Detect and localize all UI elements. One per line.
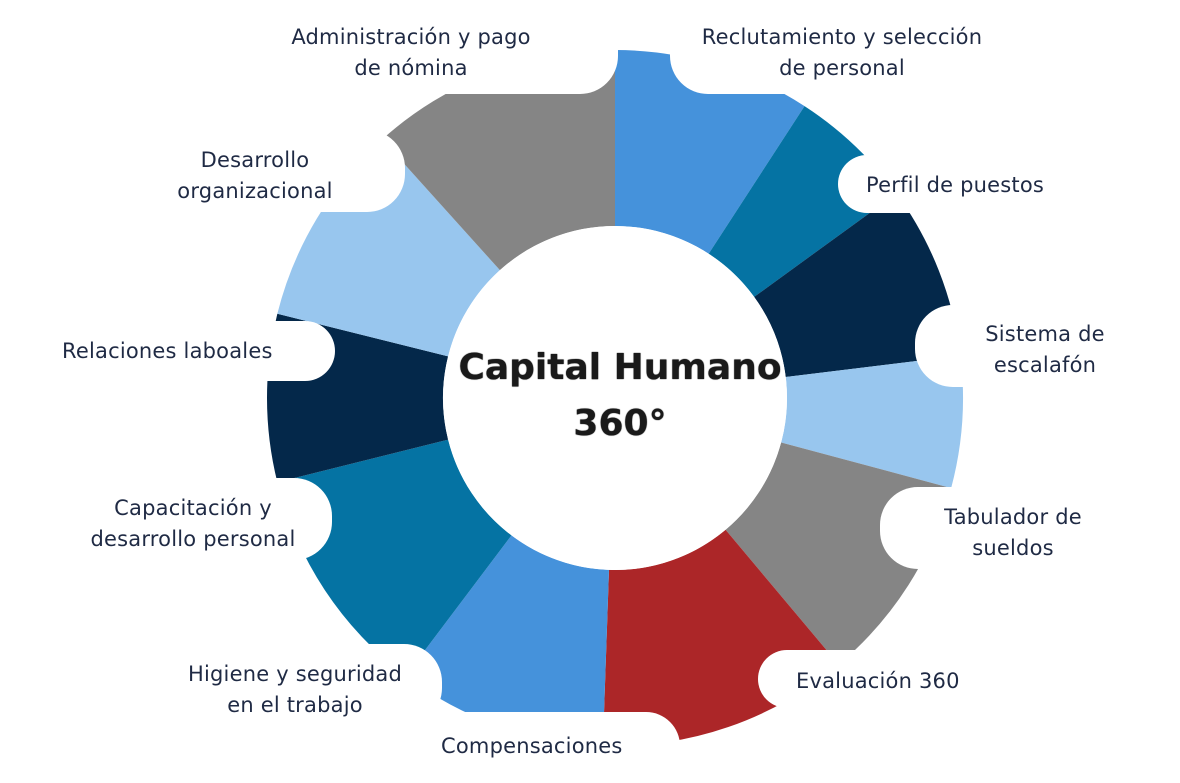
center-circle (443, 226, 787, 570)
segment-desarrollo (277, 139, 500, 357)
notch-escalafon (915, 305, 1130, 387)
label-tabulador: Tabulador de sueldos (944, 505, 1082, 560)
label-perfil: Perfil de puestos (866, 173, 1045, 197)
segment-escalafon (754, 193, 961, 378)
segment-tabulador (781, 355, 963, 489)
notch-administracion (368, 6, 618, 94)
center-title: Capital Humano 360° (420, 340, 820, 452)
notch-desarrollo (150, 130, 405, 212)
segment-capacitacion (277, 439, 512, 676)
notch-relaciones (40, 321, 335, 381)
notch-evaluacion (758, 650, 998, 708)
label-administracion: Administración y pago de nómina (291, 25, 531, 80)
notch-higiene (200, 644, 442, 726)
label-desarrollo: Desarrollo organizacional (177, 148, 333, 203)
label-relaciones: Relaciones laboales (62, 339, 273, 363)
label-evaluacion: Evaluación 360 (796, 669, 960, 693)
label-reclutamiento: Reclutamiento y selección de personal (701, 25, 983, 80)
segment-perfil (708, 106, 897, 297)
segment-reclutamiento (615, 50, 805, 254)
label-higiene: Higiene y seguridad en el trabajo (187, 662, 402, 717)
label-capacitacion: Capacitación y desarrollo personal (90, 496, 296, 551)
center-title-line2: 360° (573, 403, 667, 444)
segment-administracion (382, 50, 615, 271)
notch-compensaciones (410, 712, 680, 780)
notch-reclutamiento (670, 6, 922, 94)
center-title-line1: Capital Humano (458, 347, 782, 388)
notch-perfil (838, 155, 1078, 213)
label-notches (40, 6, 1130, 780)
notch-capacitacion (60, 478, 332, 560)
segment-higiene (405, 535, 609, 746)
notch-tabulador (880, 487, 1110, 569)
label-escalafon: Sistema de escalafón (985, 322, 1105, 377)
label-compensaciones: Compensaciones (441, 734, 623, 758)
